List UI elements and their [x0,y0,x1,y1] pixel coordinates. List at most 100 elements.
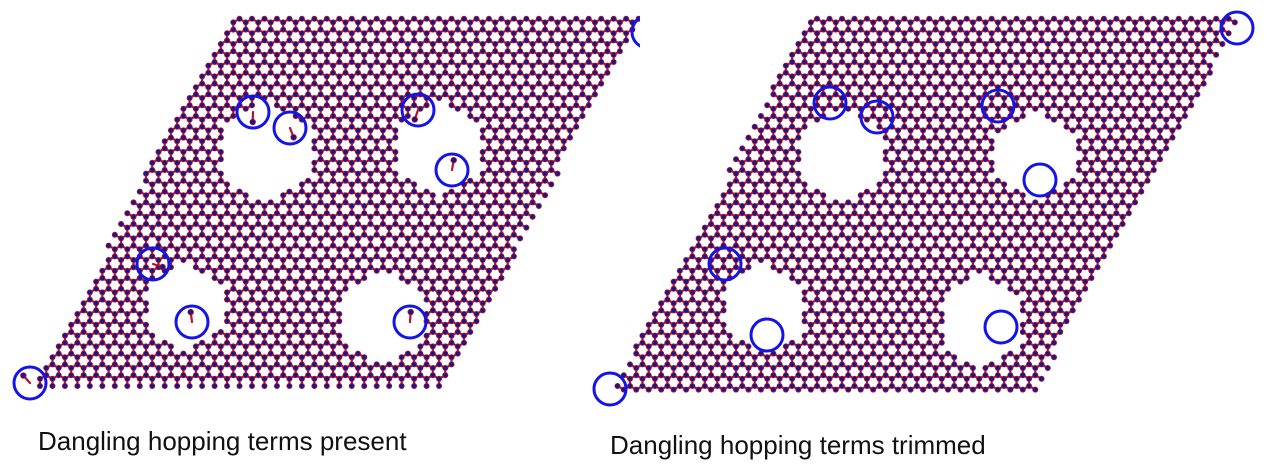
lattice-atom [74,332,81,339]
lattice-atom [517,91,524,98]
lattice-atom [342,350,349,357]
lattice-atom [317,134,324,141]
lattice-atom [379,220,386,227]
dangling-bonds [20,108,457,385]
lattice-atom [529,62,536,69]
lattice-atom [567,48,574,55]
lattice-atom [186,138,193,145]
lattice-atom [554,41,561,48]
lattice-atom [118,300,125,307]
lattice-atom [354,134,361,141]
lattice-atom [118,264,125,271]
lattice-atom [155,156,162,163]
lattice-atom [236,375,243,382]
lattice-atom [523,37,530,44]
lattice-atom [479,26,486,33]
lattice-atom [105,300,112,307]
lattice-atom [192,91,199,98]
lattice-atom [136,289,143,296]
lattice-atom [454,69,461,76]
lattice-atom [255,256,262,263]
lattice-atom [111,310,118,317]
lattice-atom [461,296,468,303]
lattice-atom [342,62,349,69]
lattice-atom [317,192,324,199]
lattice-atom [167,134,174,141]
lattice-atom [348,59,355,66]
lattice-atom [180,156,187,163]
lattice-atom [348,354,355,361]
lattice-atom [348,202,355,209]
lattice-atom [404,242,411,249]
lattice-atom [523,166,530,173]
lattice-atom [436,318,443,325]
lattice-atom [398,231,405,238]
lattice-atom [492,105,499,112]
lattice-atom [330,19,337,26]
lattice-atom [298,210,305,217]
lattice-atom [554,91,561,98]
lattice-atom [492,192,499,199]
lattice-atom [504,84,511,91]
lattice-atom [523,123,530,130]
lattice-atom [217,113,224,120]
lattice-atom [205,127,212,134]
lattice-atom [311,267,318,274]
lattice-atom [286,30,293,37]
lattice-atom [242,300,249,307]
lattice-atom [429,91,436,98]
lattice-atom [579,62,586,69]
lattice-atom [130,350,137,357]
lattice-atom [124,289,131,296]
lattice-atom [317,156,324,163]
lattice-atom [567,41,574,48]
lattice-atom [567,91,574,98]
lattice-atom [86,382,93,389]
lattice-atom [336,159,343,166]
lattice-atom [205,264,212,271]
lattice-atom [467,41,474,48]
lattice-atom [442,256,449,263]
lattice-atom [242,328,249,335]
lattice-atom [205,343,212,350]
lattice-atom [348,210,355,217]
lattice-atom [142,328,149,335]
lattice-atom [267,69,274,76]
lattice-atom [155,170,162,177]
lattice-atom [273,224,280,231]
lattice-atom [411,267,418,274]
lattice-atom [454,300,461,307]
lattice-atom [510,37,517,44]
lattice-atom [261,80,268,87]
lattice-atom [211,202,218,209]
lattice-atom [392,48,399,55]
lattice-atom [367,256,374,263]
lattice-atom [510,253,517,260]
lattice-atom [305,328,312,335]
lattice-atom [392,192,399,199]
lattice-atom [192,170,199,177]
lattice-atom [373,210,380,217]
lattice-atom [255,62,262,69]
lattice-atom [261,296,268,303]
lattice-atom [542,19,549,26]
lattice-atom [448,354,455,361]
lattice-atom [93,321,100,328]
lattice-atom [342,285,349,292]
lattice-atom [68,328,75,335]
lattice-atom [118,321,125,328]
lattice-atom [361,188,368,195]
lattice-atom [542,113,549,120]
lattice-atom [305,62,312,69]
lattice-atom [373,159,380,166]
lattice-atom [236,80,243,87]
lattice-atom [436,246,443,253]
lattice-atom [311,138,318,145]
lattice-atom [330,220,337,227]
lattice-atom [323,166,330,173]
lattice-atom [255,220,262,227]
lattice-atom [86,339,93,346]
lattice-atom [298,267,305,274]
lattice-atom [567,84,574,91]
lattice-atom [398,30,405,37]
